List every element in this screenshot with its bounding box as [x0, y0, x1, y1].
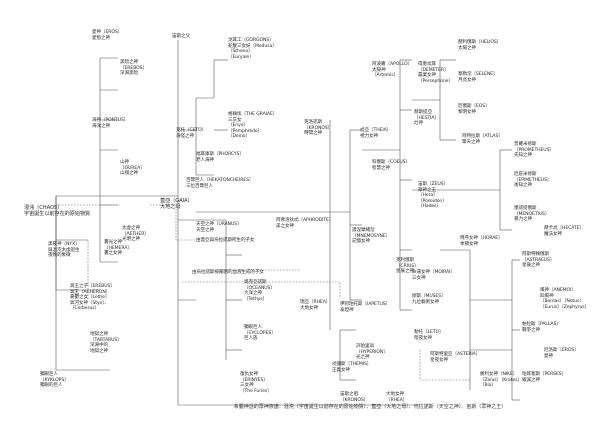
node-kronos: 克洛諾斯 〔KRONOS〕 時間之神: [304, 120, 333, 137]
node-phorcys: 福耳庫斯〔PHORCYS〕 老人海神: [196, 152, 244, 163]
node-erinyes: 復仇女神 〔ERINYES〕 三女神 〔The Furies〕: [240, 372, 272, 394]
node-horae: 時序女神〔HORAE〕 季節女神: [460, 236, 503, 247]
node-hekatoncheires: 百臂巨人〔HEKATONCHEIRES〕 三位百臂巨人: [186, 178, 254, 189]
dotted-connectors: [55, 196, 470, 381]
tree-connectors: [55, 40, 520, 406]
node-astraeus: 阿斯特賴俄斯 〔ASTRAEUS〕 星辰之神: [522, 252, 555, 269]
node-selene: 塞勒涅〔SELENE〕 月亮女神: [458, 72, 498, 83]
node-nyx: 黑夜神〔NYX〕 與混沌太虛誕生 夜晚的象徵: [48, 242, 80, 259]
node-crius: 克利俄斯 〔CRIUS〕 星辰之神: [396, 258, 419, 275]
node-kyklops: 獨眼巨人 〔KYKLOPS〕 獨眼的巨人: [40, 372, 69, 389]
node-themis: 忒彌斯〔THEMIS〕 正義女神: [332, 362, 372, 373]
node-nike: 勝利女神〔NIKE〕 〔Zelus〕〔Kratos〕 〔Bia〕: [480, 372, 522, 389]
node-hemera: 晝光之神 〔HEMERA〕 晝之女神: [104, 240, 132, 257]
node-cyclopes: 獨眼巨人 〔CYCLOPES〕 巨人族: [244, 325, 276, 342]
note-titans: 由烏拉諾斯被閹割的血液生成的子女: [192, 270, 264, 275]
node-menoetius: 墨諾提俄斯 〔MENOETIUS〕 暴力之神: [514, 206, 550, 223]
diagram-caption: 希臘神話的眾神族譜：混沌（宇宙誕生以前存在的原始物質）、蓋亞（大地之母）、烏拉諾…: [233, 404, 507, 410]
node-pallas: 帕拉斯〔PALLAS〕 戰爭之神: [522, 322, 561, 333]
node-uranus: 天空之神〔URANUS〕 天空之神: [196, 222, 242, 233]
node-ourea: 山神 〔OUREA〕 山嶺之神: [120, 160, 145, 177]
node-hestia: 赫斯提亞 〔HESTIA〕 灶神: [414, 110, 439, 127]
node-erebos: 黑暗之神 〔EREBOS〕 深淵黑暗: [120, 60, 147, 77]
node-hecate: 赫卡忒〔HECATE〕 魔法女神: [544, 226, 584, 237]
node-epimetheus: 厄庇米修斯 〔EPIMETHEUS〕 後知之神: [514, 172, 552, 189]
node-aphrodite: 阿佛洛狄忒〔APHRODITE〕 美之女神: [276, 218, 334, 229]
node-graiae: 格賴埃〔THE GRAIAE〕 三灰女 〔Enyo〕 〔Pemphredo〕 〔…: [228, 112, 278, 140]
node-pair-a: 宙斯之祖 〔KRONOS〕: [340, 392, 369, 403]
note-gaia-uranus: 由蓋亞與烏拉諾斯所生的子女: [196, 238, 255, 243]
node-leto: 勒托〔LETO〕 暗夜女神: [414, 330, 444, 341]
node-oceanus: 奧克亞諾斯 〔OCEANUS〕 大洋之神 〔Tethys〕: [244, 280, 275, 302]
node-gorgons: 戈耳工〔GORGONS〕 蛇髮三女妖〔Medusa〕 〔Stheno〕 〔Eur…: [228, 38, 277, 60]
note-top: 宙斯之父: [172, 34, 190, 39]
node-moirai: 命運女神〔MOIRAI〕 三女神: [412, 270, 455, 281]
node-aether: 太虛之神 〔AETHER〕 光明之神: [122, 226, 149, 243]
node-zeus-group: 宙斯〔ZEUS〕 眾神之王 〔Hera〕 〔Poseidon〕 〔Hades〕: [418, 182, 448, 210]
node-asteria: 阿斯特里亞〔ASTERIA〕 星夜女神: [430, 352, 481, 363]
node-pair-b: 大地女神 〔RHEA〕: [386, 392, 408, 403]
node-coeus: 科俄斯〔COEUS〕 智慧之神: [372, 160, 410, 171]
node-pontus: 海神〔PONTUS〕 海洋之神: [92, 118, 129, 129]
node-helios: 赫利俄斯〔HELIOS〕 太陽之神: [458, 40, 502, 51]
node-anemoi: 風神〔ANEMOI〕 四風神 〔Boreas〕〔Notus〕 〔Eurus〕〔Z…: [540, 288, 590, 310]
node-muses: 繆斯〔MUSES〕 九位藝術女神: [412, 294, 446, 305]
node-perses: 珀耳塞斯〔PERSES〕 毀滅之神: [522, 372, 566, 383]
node-demeter: 得墨忒耳 〔DEMETER〕 農業女神 〔Persephone〕: [418, 62, 453, 84]
node-rhea: 瑞亞〔RHEA〕 大地女神: [300, 300, 331, 311]
node-atlas: 阿特拉斯〔ATLAS〕 擎天之神: [462, 134, 503, 145]
node-theia: 忒亞〔THEIA〕 視力女神: [360, 128, 392, 139]
node-tartarus: 地獄之神 〔TARTARUS〕 深淵中的 地獄之神: [90, 332, 122, 354]
node-gaia: 蓋亞〔GAIA〕 大地之母: [160, 198, 193, 211]
node-apollo: 阿波羅〔APOLLO〕 太陽神 〔Artemis〕: [372, 62, 412, 79]
node-hyperion: 許珀里翁 〔HYPERION〕 光之神: [356, 344, 388, 361]
node-iapetus: 伊阿珀托斯〔IAPETUS〕 泰坦神: [340, 302, 391, 313]
node-eros-right: 厄洛斯〔EROS〕 愛神: [544, 348, 579, 359]
node-chaos: 混沌〔CHAOS〕 宇宙誕生以前存在的原始物質: [24, 205, 91, 218]
node-eos: 厄俄斯〔EOS〕 黎明女神: [458, 104, 490, 115]
node-ceto: 克托〔CETO〕 海怪之神: [176, 128, 207, 139]
node-erebus-group: 冥王之子〔EREBUS〕 冥王〔ACHERON〕 憂鬱之女〔Lethe〕 冥河女…: [70, 284, 115, 312]
node-prometheus: 普羅米修斯 〔PROMETHEUS〕 先知之神: [514, 142, 554, 159]
node-mnemosyne: 謨涅摩緒涅 〔MNEMOSYNE〕 記憶女神: [352, 228, 391, 245]
node-eros: 愛神〔EROS〕 愛慾之神: [92, 30, 123, 41]
